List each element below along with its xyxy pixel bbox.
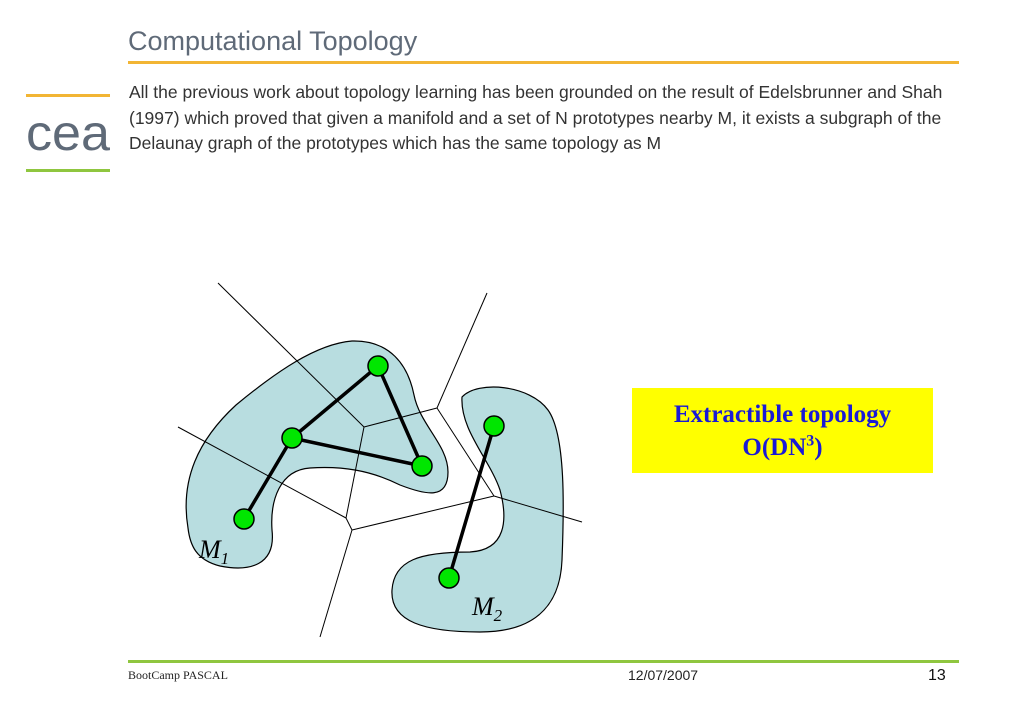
title-underline: [128, 61, 959, 64]
graph-edge: [376, 364, 424, 468]
callout-complexity-exponent: 3: [806, 432, 815, 450]
voronoi-edge: [319, 529, 353, 638]
graph-edge: [242, 436, 294, 521]
manifold-m1-shape: [185, 340, 449, 569]
manifold-m2-label: M2: [471, 592, 503, 625]
voronoi-edge: [493, 495, 583, 523]
graph-edge: [290, 364, 380, 440]
footer-event-name: BootCamp PASCAL: [128, 668, 228, 682]
callout-complexity-suffix: ): [814, 434, 823, 461]
prototype-node: [483, 415, 505, 437]
callout-line-2: O(DN3): [632, 431, 933, 464]
graph-edge: [290, 436, 424, 468]
voronoi-edge: [217, 282, 365, 428]
prototype-node: [281, 427, 303, 449]
voronoi-edge: [436, 292, 488, 409]
delaunay-edges: [242, 364, 496, 580]
graph-edge: [447, 424, 496, 580]
slide-body-text: All the previous work about topology lea…: [129, 82, 943, 153]
footer-date: 12/07/2007: [628, 667, 699, 683]
prototype-node: [438, 567, 460, 589]
voronoi-delaunay-diagram: M1 M2: [177, 282, 583, 638]
m1-subscript: 1: [221, 549, 230, 568]
voronoi-edge: [345, 517, 353, 531]
voronoi-edge: [436, 407, 495, 497]
voronoi-edge: [177, 426, 347, 519]
manifold-m1-label: M1: [198, 535, 229, 568]
m1-letter: M: [198, 535, 222, 564]
footer-rule: [128, 660, 959, 663]
prototype-nodes: [233, 355, 505, 589]
voronoi-edge: [345, 426, 365, 519]
complexity-callout: Extractible topology O(DN3): [632, 388, 933, 473]
callout-complexity-prefix: O(DN: [742, 434, 807, 461]
slide-title: Computational Topology: [128, 26, 418, 56]
manifold-m2-shape: [391, 386, 564, 633]
m2-letter: M: [471, 592, 495, 621]
prototype-node: [367, 355, 389, 377]
logo-top-bar: [26, 94, 110, 97]
footer-page-number: 13: [928, 667, 946, 684]
prototype-node: [411, 455, 433, 477]
m2-subscript: 2: [494, 606, 503, 625]
cea-logo: cea: [26, 94, 110, 172]
callout-line-1: Extractible topology: [673, 401, 892, 428]
logo-bottom-bar: [26, 169, 110, 172]
prototype-node: [233, 508, 255, 530]
logo-text: cea: [26, 105, 110, 161]
